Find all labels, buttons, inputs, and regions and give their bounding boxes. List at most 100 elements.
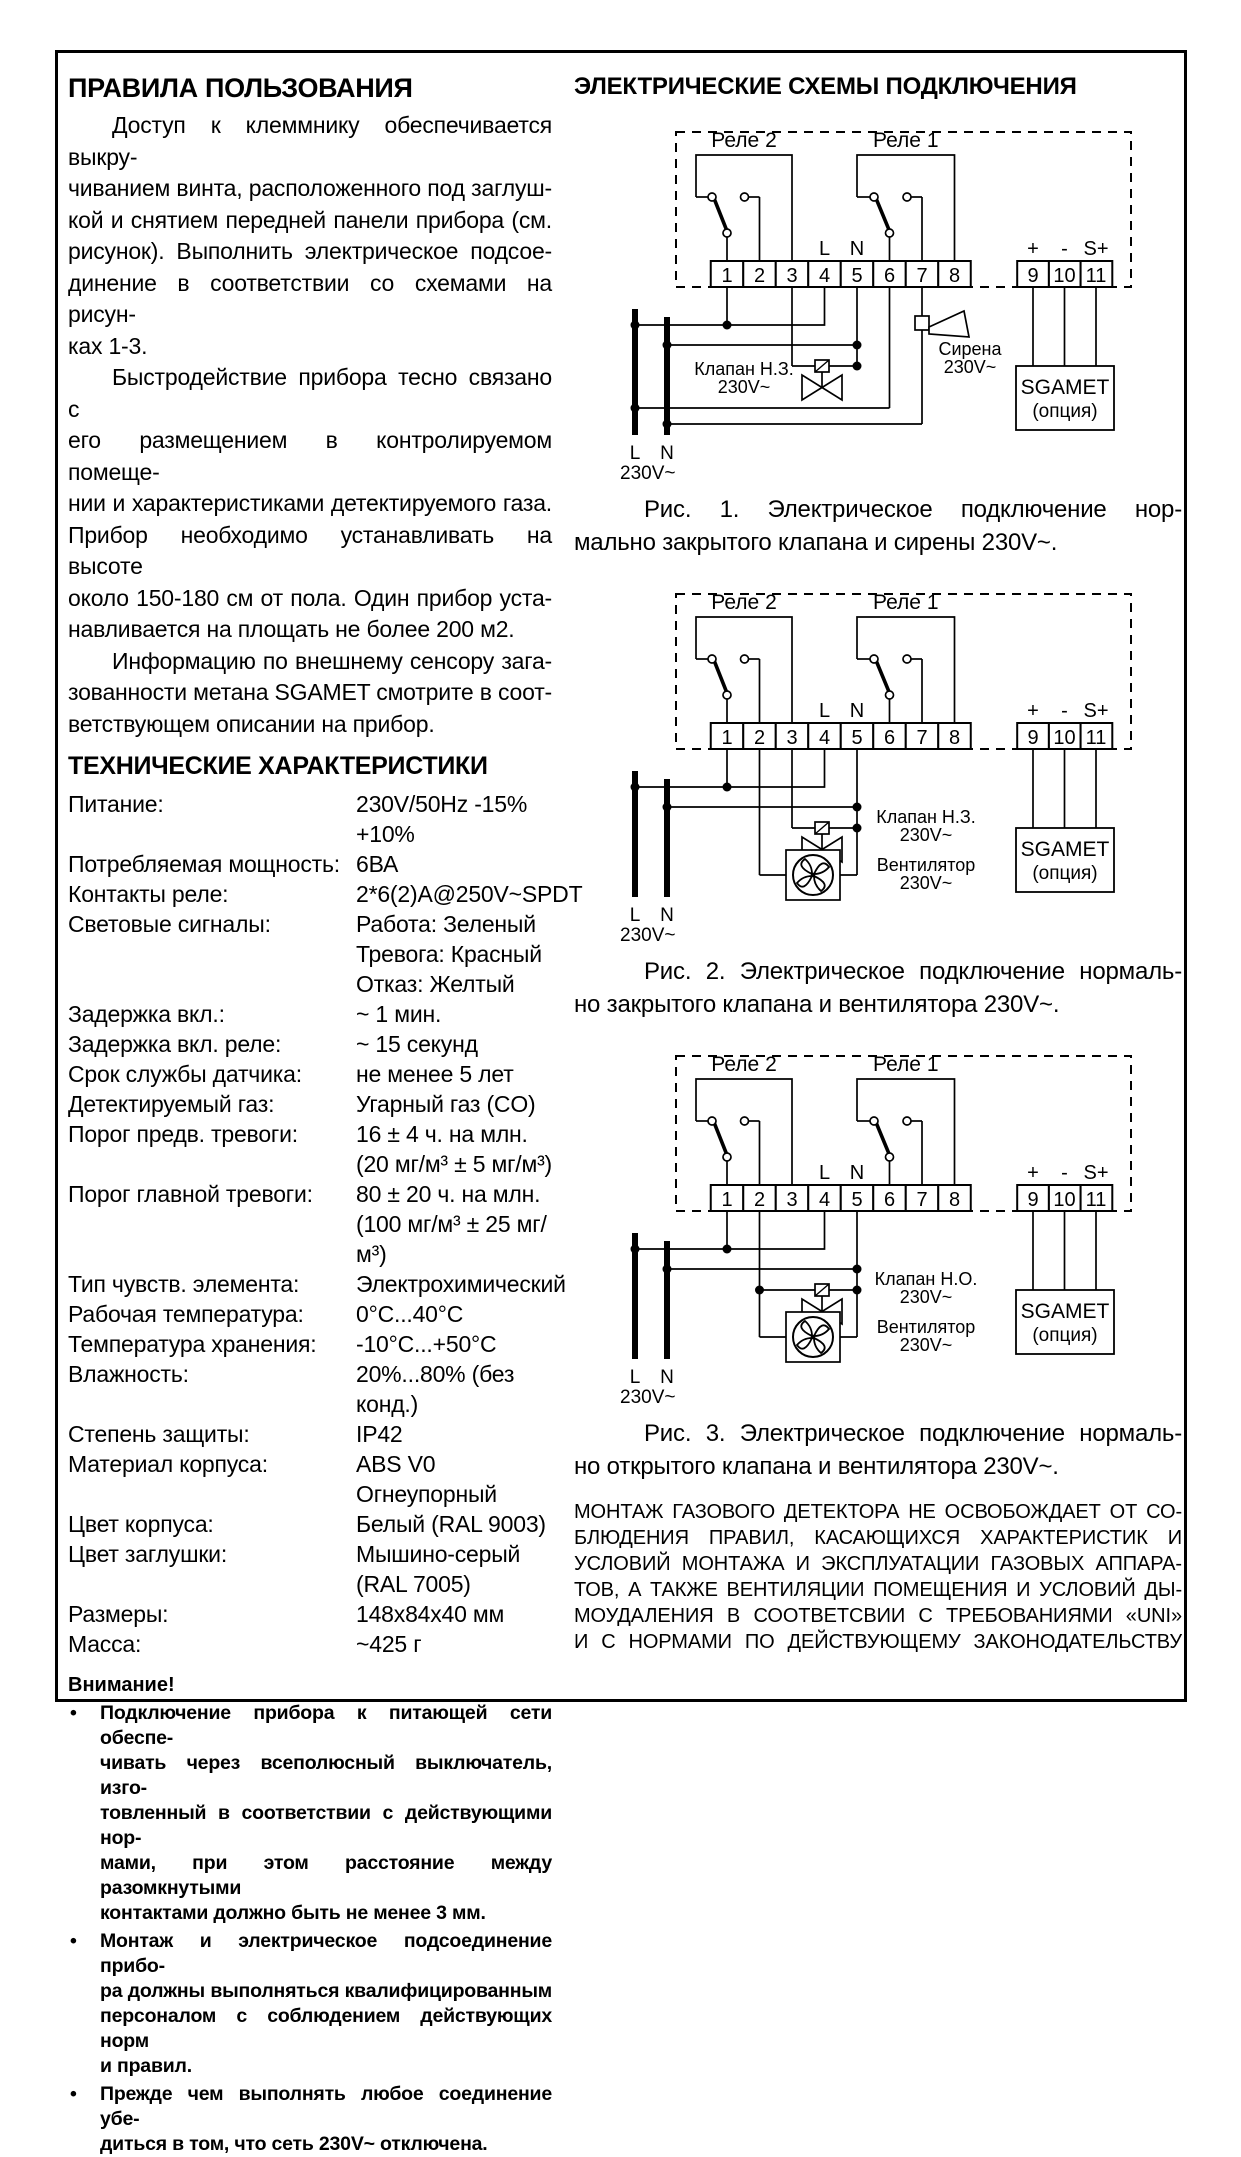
spec-row: Детектируемый газ:Угарный газ (CO): [68, 1089, 552, 1119]
spec-row: Влажность:20%...80% (без конд.): [68, 1359, 552, 1419]
text-line: контактами должно быть не менее 3 мм.: [100, 1902, 486, 1924]
fan-icon: [785, 849, 841, 901]
svg-text:Клапан Н.З.: Клапан Н.З.: [694, 359, 794, 379]
terminal-cell: [774, 260, 810, 288]
spec-row: Питание:230V/50Hz -15% +10%: [68, 789, 552, 849]
spec-label: Тип чувств. элемента:: [68, 1271, 300, 1297]
spec-value: ABS V0 Огнеупорный: [356, 1449, 552, 1509]
svg-text:+: +: [1027, 1162, 1039, 1184]
spec-label: Влажность:: [68, 1361, 189, 1387]
spec-value: Электрохимический: [356, 1269, 566, 1299]
contact-circle: [902, 1116, 912, 1126]
svg-text:(опция): (опция): [1032, 1325, 1097, 1346]
svg-text:230V~: 230V~: [620, 925, 675, 946]
spec-value: 6ВА: [356, 849, 552, 879]
spec-value-line: Электрохимический: [356, 1271, 566, 1297]
spec-value-line: 2*6(2)A@250V~SPDT: [356, 881, 583, 907]
terminal-cell: [904, 722, 940, 750]
svg-text:N: N: [660, 443, 674, 464]
spec-value-line: IP42: [356, 1421, 403, 1447]
spec-value: не менее 5 лет: [356, 1059, 552, 1089]
spec-row: Задержка вкл. реле:~ 15 секунд: [68, 1029, 552, 1059]
contact-circle: [722, 690, 732, 700]
svg-text:+: +: [1027, 700, 1039, 722]
relay-switch: Реле 1: [856, 1053, 956, 1185]
text-line: Прибор необходимо устанавливать на высот…: [68, 521, 552, 580]
contact-circle: [707, 654, 717, 664]
sgamet-box: SGAMET(опция): [1015, 749, 1115, 893]
contact-circle: [884, 690, 895, 700]
contact-circle: [902, 192, 912, 202]
spec-label: Срок службы датчика:: [68, 1061, 302, 1087]
spec-value-line: 148x84x40 мм: [356, 1601, 505, 1627]
spec-value: 80 ± 20 ч. на млн.(100 мг/м³ ± 25 мг/м³): [356, 1179, 552, 1269]
text-line: нии и характеристиками детектируемого га…: [68, 490, 552, 516]
bullet-icon: •: [70, 1702, 77, 1724]
svg-text:Сирена: Сирена: [938, 339, 1002, 359]
svg-text:230V~: 230V~: [718, 377, 771, 397]
contact-circle: [869, 654, 879, 664]
fan-icon: [785, 1311, 841, 1363]
svg-text:(опция): (опция): [1032, 863, 1097, 884]
spec-label: Цвет заглушки:: [68, 1541, 228, 1567]
svg-text:N: N: [660, 905, 674, 926]
spec-label: Температура хранения:: [68, 1331, 317, 1357]
terminal-cell: [937, 722, 972, 750]
svg-text:SGAMET: SGAMET: [1021, 376, 1110, 399]
spec-value-line: Белый (RAL 9003): [356, 1511, 546, 1537]
contact-circle: [707, 1116, 717, 1126]
terminal-cell: [937, 260, 972, 288]
svg-text:9: 9: [1027, 265, 1038, 287]
svg-text:11: 11: [1086, 265, 1107, 287]
svg-text:+: +: [1027, 238, 1039, 260]
text-line: и правил.: [100, 2055, 192, 2077]
svg-text:230V~: 230V~: [620, 463, 675, 484]
figure-caption: Рис. 1. Электрическое подключение нор-ма…: [574, 493, 1182, 559]
svg-text:7: 7: [916, 1189, 927, 1211]
contact-circle: [884, 1152, 895, 1162]
svg-text:230V~: 230V~: [900, 873, 953, 893]
text-line: навливается на площать не более 200 м2.: [68, 616, 515, 642]
svg-text:L: L: [630, 1367, 641, 1388]
svg-text:3: 3: [786, 1189, 797, 1211]
terminal-cell: [839, 1184, 875, 1212]
spec-value-line: 230V/50Hz -15% +10%: [356, 791, 528, 847]
spec-row: Цвет корпуса:Белый (RAL 9003): [68, 1509, 552, 1539]
spec-value: Угарный газ (CO): [356, 1089, 552, 1119]
footer-line: И С НОРМАМИ ПО ДЕЙСТВУЮЩЕМУ ЗАКОНОДАТЕЛЬ…: [574, 1631, 1182, 1653]
spec-row: Порог предв. тревоги:16 ± 4 ч. на млн.(2…: [68, 1119, 552, 1179]
svg-text:N: N: [850, 700, 864, 722]
svg-text:Реле 2: Реле 2: [711, 129, 777, 152]
text-line: динение в соответствии со схемами на рис…: [68, 269, 552, 328]
svg-text:Реле 2: Реле 2: [711, 591, 777, 614]
schemes-title: ЭЛЕКТРИЧЕСКИЕ СХЕМЫ ПОДКЛЮЧЕНИЯ: [574, 73, 1077, 100]
spec-row: Задержка вкл.:~ 1 мин.: [68, 999, 552, 1029]
spec-value-line: Отказ: Желтый: [356, 971, 515, 997]
junction-dot: [852, 340, 862, 350]
spec-row: Материал корпуса:ABS V0 Огнеупорный: [68, 1449, 552, 1509]
warning-text: Прежде чем выполнять любое соединение уб…: [100, 2082, 552, 2157]
svg-text:S+: S+: [1083, 238, 1108, 260]
svg-text:2: 2: [754, 1189, 765, 1211]
svg-text:4: 4: [819, 265, 830, 287]
svg-text:230V~: 230V~: [620, 1387, 675, 1408]
terminal-cell: [709, 260, 745, 288]
junction-dot: [630, 1244, 640, 1254]
text-line: товленный в соответствии с действующими …: [100, 1802, 552, 1849]
contact-circle: [884, 228, 895, 238]
svg-text:N: N: [850, 1162, 864, 1184]
warning-text: Подключение прибора к питающей сети обес…: [100, 1701, 552, 1926]
text-line: зованности метана SGAMET смотрите в соот…: [68, 679, 552, 705]
text-line: около 150-180 см от пола. Один прибор ус…: [68, 584, 552, 611]
spec-value-line: (20 мг/м³ ± 5 мг/м³): [356, 1151, 553, 1177]
spec-value: IP42: [356, 1419, 552, 1449]
footer-line: МОУДАЛЕНИЯ В СООТВЕТСВИИ С ТРЕБОВАНИЯМИ …: [574, 1605, 1182, 1627]
